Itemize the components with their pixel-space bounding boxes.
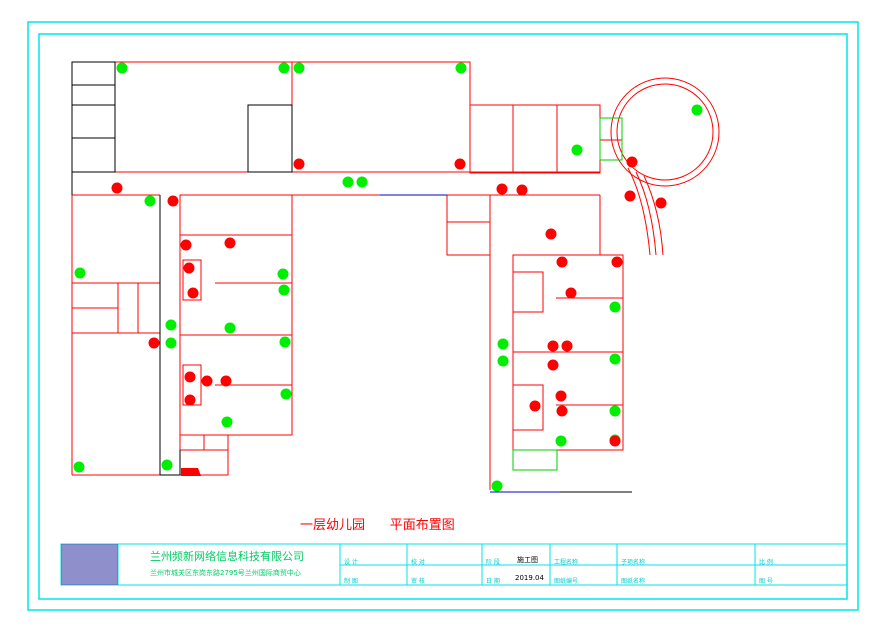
red-marker: [609, 435, 621, 447]
green-marker: [455, 62, 467, 74]
label-design: 设 计: [344, 559, 358, 566]
green-marker: [161, 459, 173, 471]
green-marker: [221, 416, 233, 428]
red-marker: [624, 190, 636, 202]
label-stage: 阶 段: [486, 559, 500, 566]
red-marker: [496, 183, 508, 195]
green-marker: [609, 353, 621, 365]
red-marker: [611, 256, 623, 268]
red-marker: [187, 287, 199, 299]
green-marker: [277, 268, 289, 280]
red-marker: [454, 158, 466, 170]
green-marker: [491, 480, 503, 492]
green-markers: [73, 62, 703, 492]
stage-value: 施工图: [517, 556, 538, 564]
green-marker: [116, 62, 128, 74]
red-marker: [167, 195, 179, 207]
red-marker: [556, 256, 568, 268]
red-marker: [184, 371, 196, 383]
green-marker: [278, 284, 290, 296]
green-marker: [691, 104, 703, 116]
label-drawing-no: 图纸编号: [554, 578, 579, 585]
red-marker: [180, 239, 192, 251]
black-walls: [71, 61, 293, 476]
label-audit: 审 核: [411, 578, 425, 585]
red-marker: [565, 287, 577, 299]
green-marker: [73, 461, 85, 473]
blue-lines: [380, 194, 560, 493]
company-address: 兰州市城关区东岗东路2795号兰州国际商贸中心: [150, 569, 301, 577]
red-marker: [555, 390, 567, 402]
red-marker: [111, 182, 123, 194]
red-marker: [626, 156, 638, 168]
red-marker: [224, 237, 236, 249]
green-marker: [278, 62, 290, 74]
label-date: 日 期: [486, 578, 500, 585]
title-block: [60, 543, 848, 586]
green-marker: [555, 435, 567, 447]
green-marker: [165, 337, 177, 349]
green-marker: [224, 322, 236, 334]
red-marker: [561, 340, 573, 352]
plan-title: 一层幼儿园 平面布置图: [300, 518, 455, 533]
label-check: 校 对: [411, 559, 425, 566]
green-marker: [497, 355, 509, 367]
red-block: [181, 468, 201, 476]
red-marker: [529, 400, 541, 412]
green-marker: [74, 267, 86, 279]
red-marker: [183, 262, 195, 274]
green-marker: [497, 338, 509, 350]
green-marker: [609, 301, 621, 313]
label-sub: 子项名称: [621, 559, 646, 566]
green-marker: [165, 319, 177, 331]
red-marker: [547, 340, 559, 352]
green-marker: [356, 176, 368, 188]
green-marker: [571, 144, 583, 156]
label-sheet: 图 号: [759, 578, 773, 585]
green-marker: [280, 388, 292, 400]
inner-frame: [38, 33, 848, 600]
label-draw: 制 图: [344, 578, 358, 585]
label-project: 工程名称: [554, 559, 579, 566]
label-page: 比 例: [759, 559, 773, 566]
green-marker: [144, 195, 156, 207]
outer-frame: [27, 21, 859, 611]
red-marker: [293, 158, 305, 170]
red-markers: [111, 156, 667, 447]
green-marker: [279, 336, 291, 348]
green-marker: [342, 176, 354, 188]
red-marker: [148, 337, 160, 349]
red-marker: [655, 197, 667, 209]
red-marker: [184, 394, 196, 406]
red-marker: [545, 228, 557, 240]
date-value: 2019.04: [515, 574, 544, 582]
red-marker: [516, 184, 528, 196]
label-drawing-name: 图纸名称: [621, 578, 646, 585]
red-marker: [547, 359, 559, 371]
company-name: 兰州频新网络信息科技有限公司: [150, 550, 304, 563]
red-marker: [220, 375, 232, 387]
red-marker: [556, 405, 568, 417]
red-marker: [201, 375, 213, 387]
green-marker: [609, 405, 621, 417]
green-marker: [293, 62, 305, 74]
green-lines: [512, 117, 623, 471]
